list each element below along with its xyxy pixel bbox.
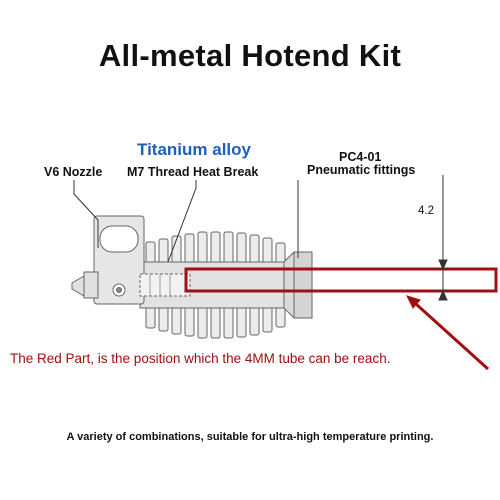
heat-break <box>139 273 191 297</box>
pneumatic-fitting <box>283 251 313 319</box>
fittings-name-label: Pneumatic fittings <box>307 163 416 177</box>
heater-block <box>93 215 145 305</box>
fittings-model-label: PC4-01 <box>339 150 382 164</box>
heat-break-leader <box>167 180 197 263</box>
heat-break-label: M7 Thread Heat Break <box>127 165 259 179</box>
tube-red-outline <box>184 267 498 293</box>
nozzle <box>71 271 99 299</box>
material-label: Titanium alloy <box>137 140 251 159</box>
red-part-note: The Red Part, is the position which the … <box>10 351 391 366</box>
dimension-marker <box>438 175 448 301</box>
nozzle-leader <box>73 180 99 248</box>
red-arrow <box>406 295 490 371</box>
caption: A variety of combinations, suitable for … <box>66 431 434 443</box>
page-title: All-metal Hotend Kit <box>98 38 402 73</box>
nozzle-label: V6 Nozzle <box>44 165 103 179</box>
dimension-label: 4.2 <box>418 205 434 217</box>
